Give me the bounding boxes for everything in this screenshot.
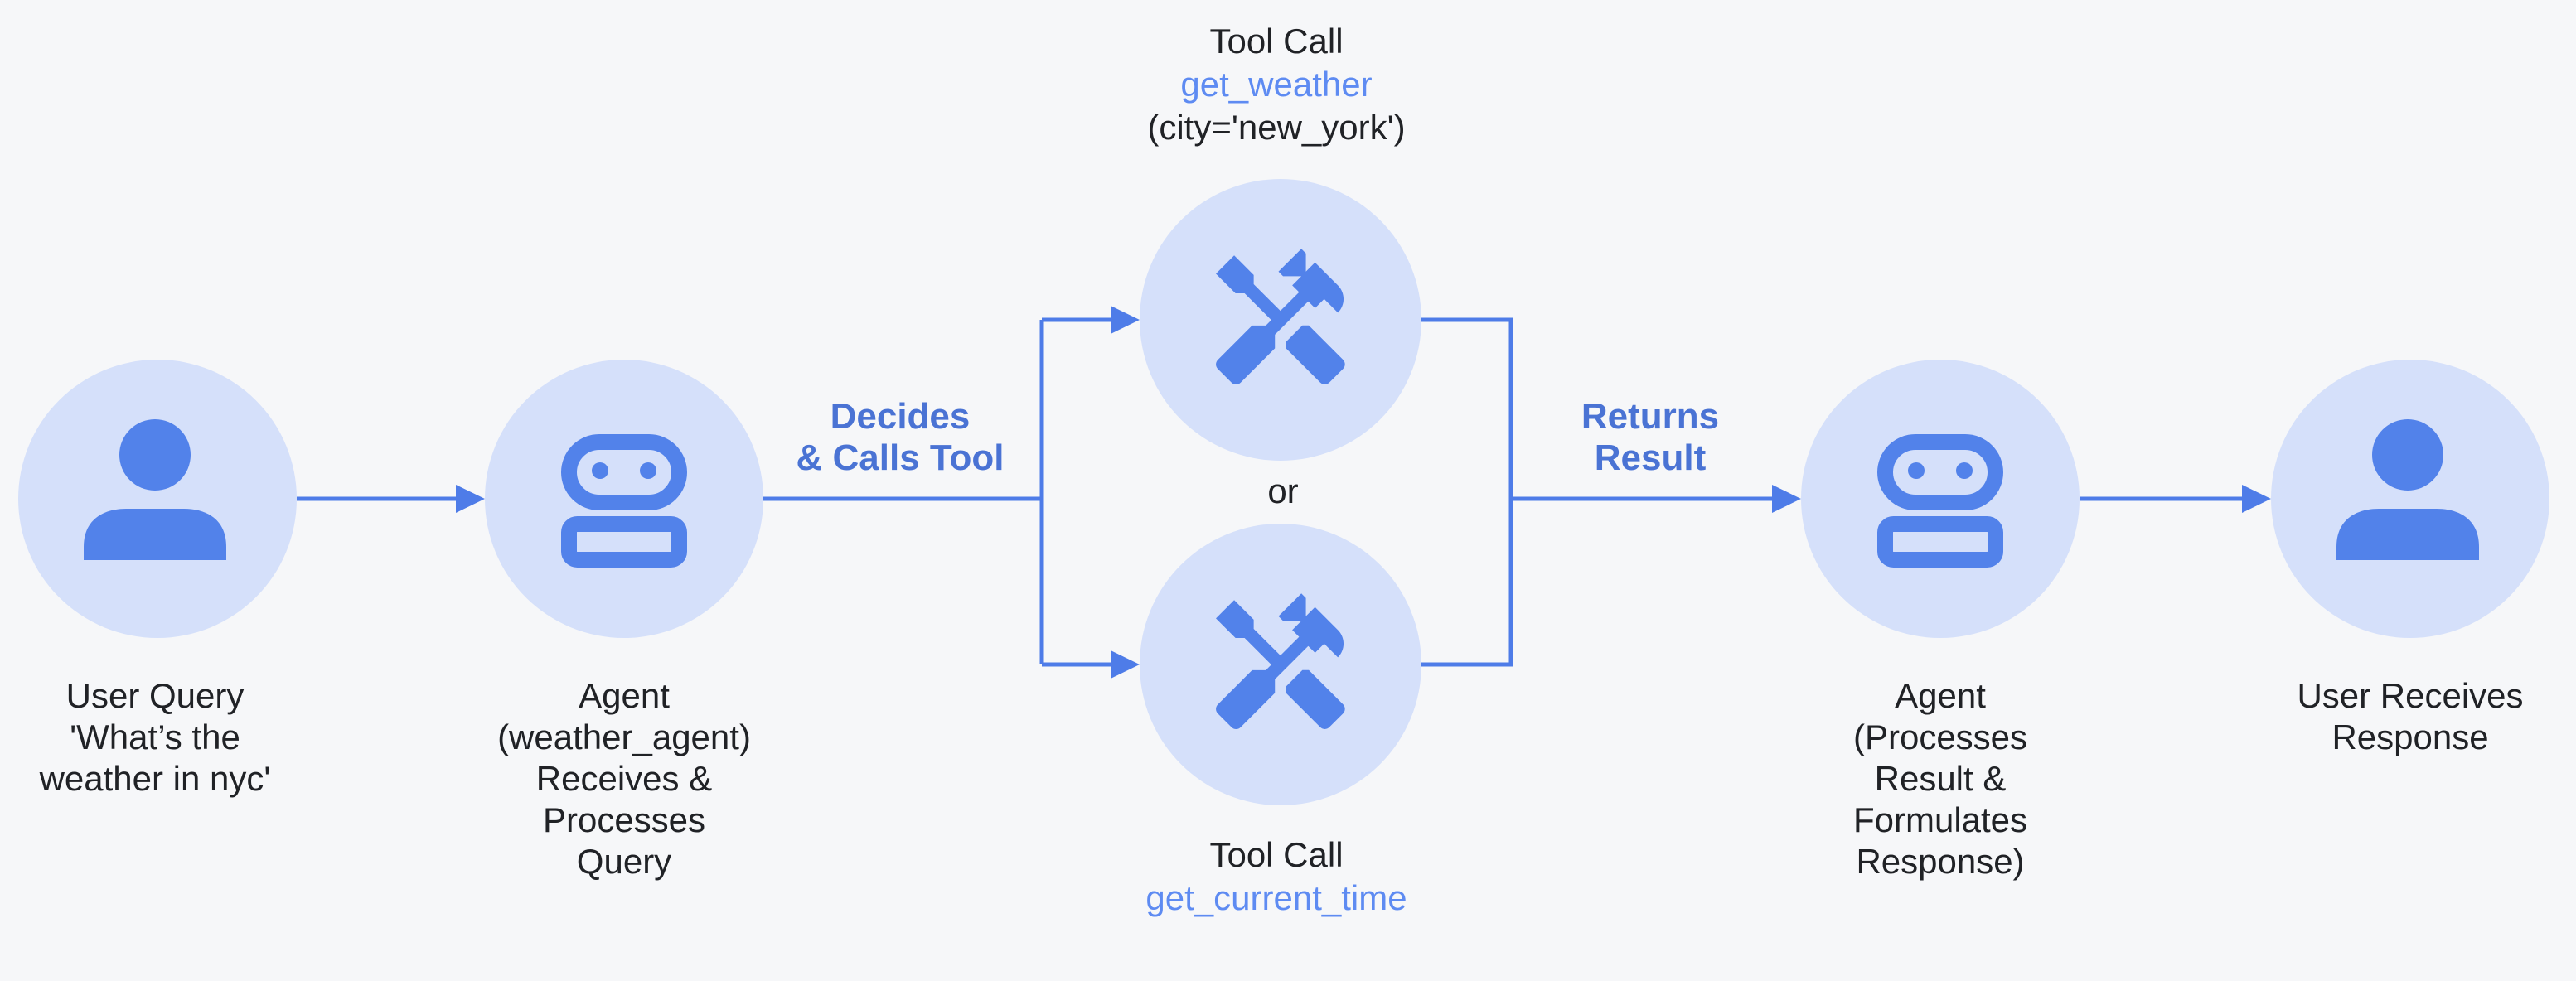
agent-receive-label: Agent (weather_agent) Receives & Process…	[497, 675, 751, 882]
robot-icon	[561, 434, 687, 568]
agent-respond-line: Response)	[1856, 842, 2025, 881]
person-icon	[84, 419, 226, 560]
tool-weather-name: get_weather	[1180, 65, 1373, 104]
tool-weather-args: (city='new_york')	[1147, 108, 1406, 147]
agent-respond-line: (Processes	[1852, 718, 2028, 756]
user-query-line: weather in nyc'	[39, 759, 271, 798]
agent-receive-line: Query	[576, 842, 672, 881]
arrowhead-to-agent-respond	[1772, 485, 1801, 513]
agent-receive-line: Processes	[542, 800, 706, 839]
agent-respond-line: Result &	[1874, 759, 2007, 798]
handyman-icon	[1216, 249, 1345, 385]
agent-receive-line: Receives &	[535, 759, 713, 798]
agent-receive-line: Agent	[579, 676, 670, 715]
tool-call-title: Tool Call	[1209, 835, 1344, 874]
decides-calls-tool-label: Decides & Calls Tool	[797, 396, 1005, 479]
connector-agent-to-tools-branch	[763, 317, 1111, 667]
arrowhead-to-user-response	[2242, 485, 2271, 513]
arrowhead-to-tool-time	[1111, 650, 1140, 679]
agent-respond-line: Formulates	[1852, 800, 2028, 839]
user-response-node-circle	[2271, 360, 2549, 638]
decides-line: Decides	[830, 396, 971, 437]
user-response-line: Response	[2331, 718, 2489, 756]
arrowhead-to-tool-weather	[1111, 306, 1140, 334]
user-query-label: User Query 'What’s the weather in nyc'	[40, 675, 271, 800]
handyman-icon	[1216, 593, 1345, 730]
user-query-node-circle	[18, 360, 297, 638]
user-response-label: User Receives Response	[2297, 675, 2523, 758]
returns-line: Result	[1594, 437, 1707, 478]
or-label: or	[1267, 471, 1299, 510]
connector-tools-to-agent-merge	[1421, 317, 1772, 667]
returns-result-label: Returns Result	[1581, 396, 1719, 479]
arrowhead-user-to-agent	[456, 485, 485, 513]
connectors	[297, 306, 2271, 679]
tool-time-label: Tool Call get_current_time	[1145, 834, 1407, 920]
user-response-line: User Receives	[2297, 676, 2524, 715]
user-query-line: 'What’s the	[70, 718, 240, 756]
returns-line: Returns	[1581, 396, 1720, 437]
agent-respond-label: Agent (Processes Result & Formulates Res…	[1853, 675, 2027, 882]
user-query-line: User Query	[65, 676, 245, 715]
tool-weather-label: Tool Call get_weather (city='new_york')	[1147, 20, 1405, 149]
tool-call-title: Tool Call	[1209, 22, 1344, 60]
person-icon	[2336, 419, 2479, 560]
decides-line: & Calls Tool	[796, 437, 1005, 478]
tool-time-name: get_current_time	[1145, 878, 1407, 917]
agent-receive-line: (weather_agent)	[497, 718, 751, 756]
agent-respond-line: Agent	[1895, 676, 1986, 715]
robot-icon	[1877, 434, 2003, 568]
